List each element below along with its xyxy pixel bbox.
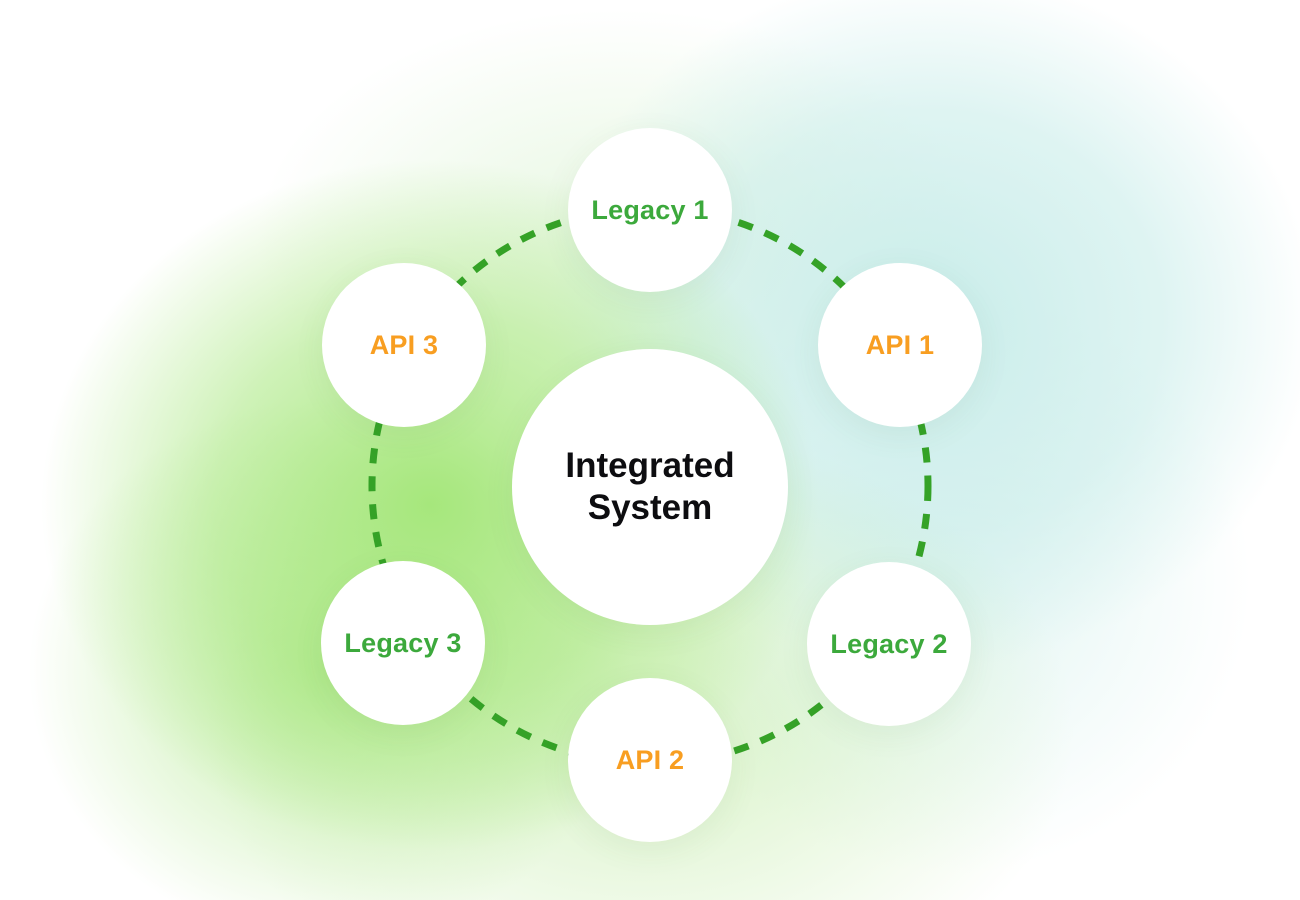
- ring-circle: [368, 204, 932, 768]
- node-label: API 1: [865, 329, 935, 360]
- node-api-2: API 2: [568, 678, 732, 842]
- node-api-1: API 1: [818, 263, 982, 427]
- node-legacy-3: Legacy 3: [321, 561, 485, 725]
- center-node-label: Integrated System: [565, 446, 735, 527]
- node-label: Legacy 3: [344, 627, 462, 658]
- node-api-3: API 3: [322, 263, 486, 427]
- node-legacy-2: Legacy 2: [807, 562, 971, 726]
- node-legacy-1: Legacy 1: [568, 128, 732, 292]
- node-label: Legacy 2: [830, 628, 948, 659]
- node-label: Legacy 1: [591, 194, 709, 225]
- node-integrated-system: Integrated System: [512, 349, 788, 625]
- node-label: API 2: [615, 744, 685, 775]
- node-label: API 3: [369, 329, 439, 360]
